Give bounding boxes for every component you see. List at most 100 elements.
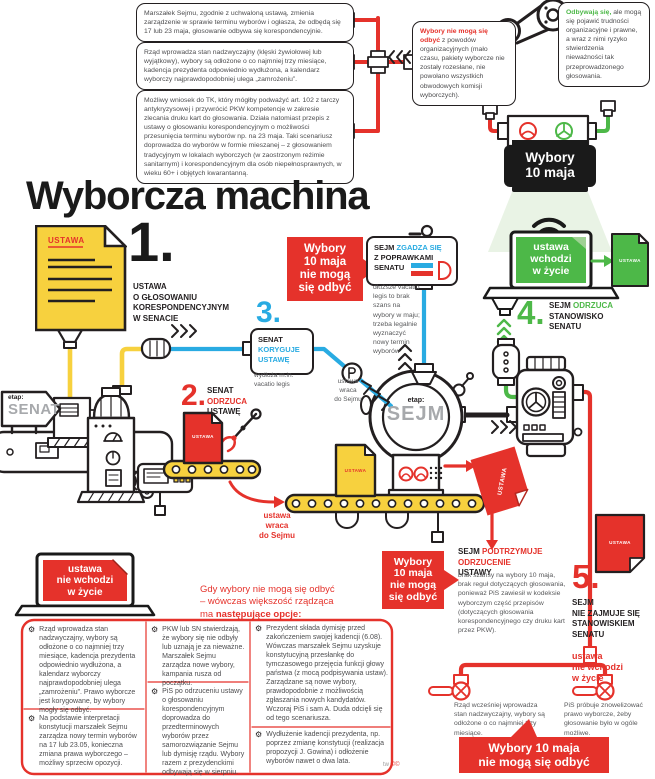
agrees-note: dłuższe vacatio legis to brak szans na w… xyxy=(373,284,420,356)
outcome-ok-rest: ale mogą się pojawić trudności organizac… xyxy=(566,9,642,80)
step5-label: SEJM NIE ZAJMUJE SIĘ STANOWISKIEM SENATU xyxy=(572,598,655,640)
returns-line: do Sejmu xyxy=(334,395,362,403)
red-document-icon xyxy=(182,411,224,465)
option-text: Na podstawie interpretacji konstytucji m… xyxy=(39,715,137,767)
bubble-line: 10 maja xyxy=(393,567,433,580)
returns-line: wraca xyxy=(265,521,289,530)
gear-icon: ⚙ xyxy=(28,625,36,634)
step5-line: SENATU xyxy=(572,629,605,639)
returns-label-gray: ustawa wraca do Sejmu xyxy=(330,378,366,404)
step4-pipe xyxy=(491,297,521,400)
options-intro-bold: następujące opcje: xyxy=(215,608,302,620)
option-item: ⚙PKW lub SN stwierdzają, że wybory się n… xyxy=(151,625,246,689)
screen-line: nie wchodzi xyxy=(56,575,114,587)
option-text: Prezydent składa dymisję przed zakończen… xyxy=(266,625,388,722)
outcome-ok-box: Odbywają się, ale mogą się pojawić trudn… xyxy=(558,2,650,87)
cant-happen-bubble: Wybory 10 maja nie mogą się odbyć xyxy=(382,551,459,609)
flow-chevrons-diagonal xyxy=(361,380,390,411)
yellow-pipe xyxy=(56,328,84,405)
laptop-in-force xyxy=(482,230,620,300)
bubble-line: nie mogą xyxy=(299,269,351,281)
returns-line: do Sejmu xyxy=(258,531,295,540)
scenario-text: Marszałek Sejmu, zgodnie z uchwaloną ust… xyxy=(144,10,341,36)
bubble-line: się odbyć xyxy=(388,590,438,603)
upholds-pre: SEJM xyxy=(458,547,480,556)
green-document-icon xyxy=(611,233,649,287)
election-line: 10 maja xyxy=(525,165,575,180)
valve-icon xyxy=(428,674,471,701)
upholds-heading: SEJM PODTRZYMUJE ODRZUCENIE USTAWY xyxy=(458,547,546,579)
step5-subline: nie wchodzi xyxy=(572,661,624,672)
option-item: ⚙Rząd wprowadza stan nadzwyczajny, wybor… xyxy=(28,625,142,716)
step1-line: O GŁOSOWANIU xyxy=(133,292,197,302)
option-item: ⚙Na podstawie interpretacji konstytucji … xyxy=(28,714,142,769)
green-doc-label: USTAWA xyxy=(619,258,641,263)
returns-label-red: ustawa wraca do Sejmu xyxy=(254,511,300,541)
law-document-icon: USTAWA xyxy=(34,222,129,332)
option-text: Wydłużenie kadencji prezydenta, np. popr… xyxy=(266,731,385,765)
red-doc-label: USTAWA xyxy=(192,434,214,439)
stage-senat-sign xyxy=(0,390,62,435)
screen-line: ustawa xyxy=(68,563,102,575)
options-intro-pre: Gdy wybory nie mogą się odbyć – wówczas … xyxy=(200,584,335,620)
law-not-in-force-screen: ustawa nie wchodzi w życie xyxy=(43,562,127,600)
outcome-pipes xyxy=(482,100,616,133)
upholds-post: USTAWY xyxy=(458,568,492,578)
option-text: PKW lub SN stwierdzają, że wybory się ni… xyxy=(162,626,245,687)
step4-line: SENATU xyxy=(549,322,582,332)
red-pipe-right xyxy=(428,389,615,701)
cant-happen-bubble: Wybory 10 maja nie mogą się odbyć xyxy=(287,237,378,301)
outcome-fail-lead: Wybory nie mogą się odbyć xyxy=(420,28,488,45)
step3-number: 3. xyxy=(256,296,282,329)
step3-line: USTAWĘ xyxy=(258,354,290,364)
bubble-line: Wybory 10 maja xyxy=(488,740,580,755)
endnote-left: Rząd wcześniej wprowadza stan nadzwyczaj… xyxy=(454,702,545,737)
step5-number: 5. xyxy=(572,558,600,595)
step1-line: USTAWA xyxy=(133,282,167,291)
options-intro: Gdy wybory nie mogą się odbyć – wówczas … xyxy=(200,584,342,621)
horn-icon xyxy=(408,224,434,238)
step5-subline: w życie xyxy=(572,672,604,683)
screen-line: w życie xyxy=(67,586,103,598)
outcome-fail-rest: z powodów organizacyjnych (mało czasu, p… xyxy=(420,37,505,99)
stage-name: SEJM xyxy=(386,403,446,426)
bubble-line: Wybory xyxy=(393,555,433,568)
agrees-highlight: ZGADZA SIĘ xyxy=(396,243,442,252)
page-title: Wyborcza machina xyxy=(26,174,370,218)
document-label: USTAWA xyxy=(48,236,85,245)
flow-chevrons-left xyxy=(388,50,411,64)
step4-pre: SEJM xyxy=(549,301,571,310)
stage-name: SENAT xyxy=(8,400,61,418)
step4-line: STANOWISKO xyxy=(549,311,604,321)
stage-sejm-label: etap: SEJM xyxy=(383,397,449,425)
returns-line: ustawa xyxy=(337,378,359,385)
outcome-fail-box: Wybory nie mogą się odbyć z powodów orga… xyxy=(412,21,516,106)
flow-chevrons-right xyxy=(171,324,197,338)
outcome-ok-lead: Odbywają się, xyxy=(566,9,612,16)
option-item: ⚙PiS po odrzuceniu ustawy o głosowaniu k… xyxy=(151,687,246,778)
stage-word: etap: xyxy=(8,394,24,401)
option-item: ⚙Prezydent składa dymisję przed zakończe… xyxy=(255,624,389,723)
return-arrow xyxy=(228,480,285,508)
step4-number: 4. xyxy=(517,294,545,331)
upholds-highlight: ODRZUCENIE xyxy=(458,557,511,567)
sejm-machine xyxy=(360,369,474,501)
step2-number: 2. xyxy=(181,379,207,412)
bubble-line: 10 maja xyxy=(303,256,347,269)
red-document-icon xyxy=(594,513,646,574)
scenario-box-2: Rząd wprowadza stan nadzwyczajny (klęski… xyxy=(136,42,354,91)
election-date-box: Wybory 10 maja xyxy=(504,145,596,187)
step1-line: W SENACIE xyxy=(133,313,179,323)
bubble-line: Wybory xyxy=(304,243,346,256)
cant-happen-bubble-final: Wybory 10 maja nie mogą się odbyć xyxy=(459,719,609,773)
valve-icon xyxy=(572,674,615,701)
step4-highlight: ODRZUCA xyxy=(573,301,614,310)
step3-line: KORYGUJE xyxy=(258,344,300,354)
step3-line: SENAT xyxy=(258,335,283,344)
step1-label: USTAWA O GŁOSOWANIU KORESPONDENCYJNYM W … xyxy=(133,282,253,324)
agrees-line: Z POPRAWKAMI xyxy=(374,252,434,262)
gear-icon: ⚙ xyxy=(151,625,159,634)
step1-line: KORESPONDENCYJNYM xyxy=(133,303,230,313)
gear-icon: ⚙ xyxy=(28,714,36,723)
